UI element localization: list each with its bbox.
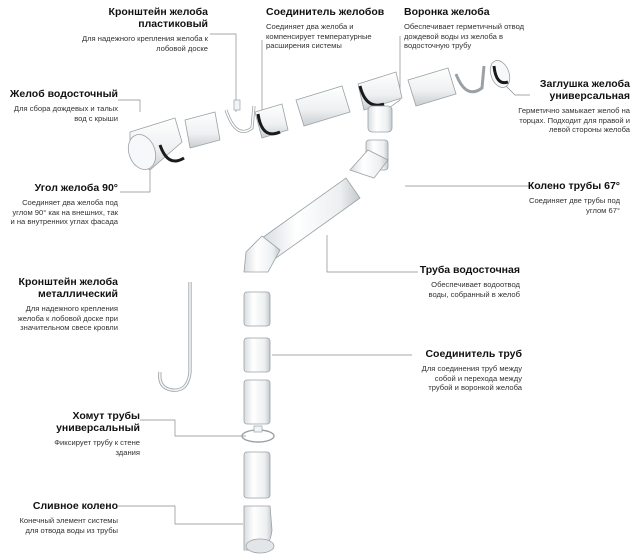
gutter-desc: Для сбора дождевых и талых вод с крыши bbox=[13, 104, 118, 123]
leader-pipe-clamp bbox=[140, 419, 246, 437]
elbow-67-upper-part bbox=[349, 149, 389, 179]
end-cap-part bbox=[489, 60, 511, 88]
gutter-connector-desc: Соединяет два желоба и компенсирует темп… bbox=[266, 22, 372, 50]
label-gutter-connector: Соединитель желобов Соединяет два желоба… bbox=[266, 6, 386, 51]
gutter-title: Желоб водосточный bbox=[9, 88, 118, 100]
gutter-left-corner bbox=[127, 111, 221, 171]
bracket-plastic-desc: Для надежного крепления желоба к лобовой… bbox=[81, 34, 208, 53]
elbow-67-desc: Соединяет две трубы под углом 67° bbox=[528, 196, 620, 215]
plastic-bracket-right-part bbox=[454, 65, 486, 94]
leader-bracket-plastic bbox=[210, 33, 237, 112]
label-elbow-67: Колено трубы 67° Соединяет две трубы под… bbox=[512, 180, 620, 215]
funnel-part bbox=[357, 71, 403, 133]
downpipe-title: Труба водосточная bbox=[419, 264, 520, 276]
label-pipe-clamp: Хомут трубы универсальный Фиксирует труб… bbox=[28, 410, 140, 457]
bracket-metal-desc: Для надежного крепления желоба к лобовой… bbox=[17, 304, 118, 332]
elbow-67-title: Колено трубы 67° bbox=[527, 180, 620, 192]
gutter-connector-part bbox=[254, 103, 289, 139]
pipe-clamp-part bbox=[241, 425, 275, 443]
label-bracket-metal: Кронштейн желоба металлический Для надеж… bbox=[6, 276, 118, 333]
corner-90-title: Угол желоба 90° bbox=[34, 182, 118, 194]
leader-gutter bbox=[118, 99, 141, 112]
elbow-67-lower-part bbox=[243, 235, 281, 273]
drain-elbow-part bbox=[243, 505, 275, 554]
leader-downpipe bbox=[326, 235, 418, 273]
label-funnel: Воронка желоба Обеспечивает герметичный … bbox=[404, 6, 540, 51]
end-cap-desc: Герметично замыкает желоб на торцах. Под… bbox=[518, 106, 630, 134]
leader-drain-elbow bbox=[118, 505, 243, 525]
label-corner-90: Угол желоба 90° Соединяет два желоба под… bbox=[6, 182, 118, 227]
pipe-connector-part bbox=[243, 337, 271, 373]
pipe-clamp-title: Хомут трубы универсальный bbox=[56, 410, 140, 434]
gutter-middle-part bbox=[295, 85, 351, 127]
label-gutter: Желоб водосточный Для сбора дождевых и т… bbox=[4, 88, 118, 123]
gutter-run bbox=[127, 60, 511, 171]
funnel-desc: Обеспечивает герметичный отвод дождевой … bbox=[404, 22, 525, 50]
downpipe-desc: Обеспечивает водоотвод воды, собранный в… bbox=[428, 280, 521, 299]
leader-corner-90 bbox=[120, 170, 151, 193]
pipe-clamp-desc: Фиксирует трубу к стене здания bbox=[54, 438, 140, 457]
bracket-plastic-title: Кронштейн желоба пластиковый bbox=[108, 6, 208, 30]
downpipe-assembly bbox=[241, 139, 389, 554]
gutter-right-part bbox=[407, 67, 457, 107]
bracket-metal-title: Кронштейн желоба металлический bbox=[18, 276, 118, 300]
gutter-connector-title: Соединитель желобов bbox=[266, 6, 385, 18]
label-pipe-connector: Соединитель труб Для соединения труб меж… bbox=[410, 348, 522, 393]
end-cap-title: Заглушка желоба универсальная bbox=[539, 78, 630, 102]
corner-90-desc: Соединяет два желоба под углом 90° как н… bbox=[10, 198, 118, 226]
pipe-connector-title: Соединитель труб bbox=[425, 348, 522, 360]
drain-elbow-title: Сливное колено bbox=[32, 500, 118, 512]
label-drain-elbow: Сливное колено Конечный элемент системы … bbox=[6, 500, 119, 535]
label-downpipe: Труба водосточная Обеспечивает водоотвод… bbox=[412, 264, 520, 299]
label-bracket-plastic: Кронштейн желоба пластиковый Для надежно… bbox=[62, 6, 208, 53]
vertical-pipe-1 bbox=[243, 291, 271, 327]
vertical-pipe-3 bbox=[243, 451, 271, 499]
drain-elbow-desc: Конечный элемент системы для отвода воды… bbox=[19, 516, 119, 535]
funnel-title: Воронка желоба bbox=[404, 6, 490, 18]
diagonal-pipe-part bbox=[261, 177, 361, 259]
vertical-pipe-2 bbox=[243, 379, 271, 425]
leader-lines bbox=[118, 33, 532, 525]
pipe-connector-desc: Для соединения труб между собой и перехо… bbox=[421, 364, 522, 392]
label-end-cap: Заглушка желоба универсальная Герметично… bbox=[512, 78, 630, 135]
plastic-bracket-part bbox=[224, 99, 256, 133]
metal-bracket-part bbox=[158, 282, 192, 392]
